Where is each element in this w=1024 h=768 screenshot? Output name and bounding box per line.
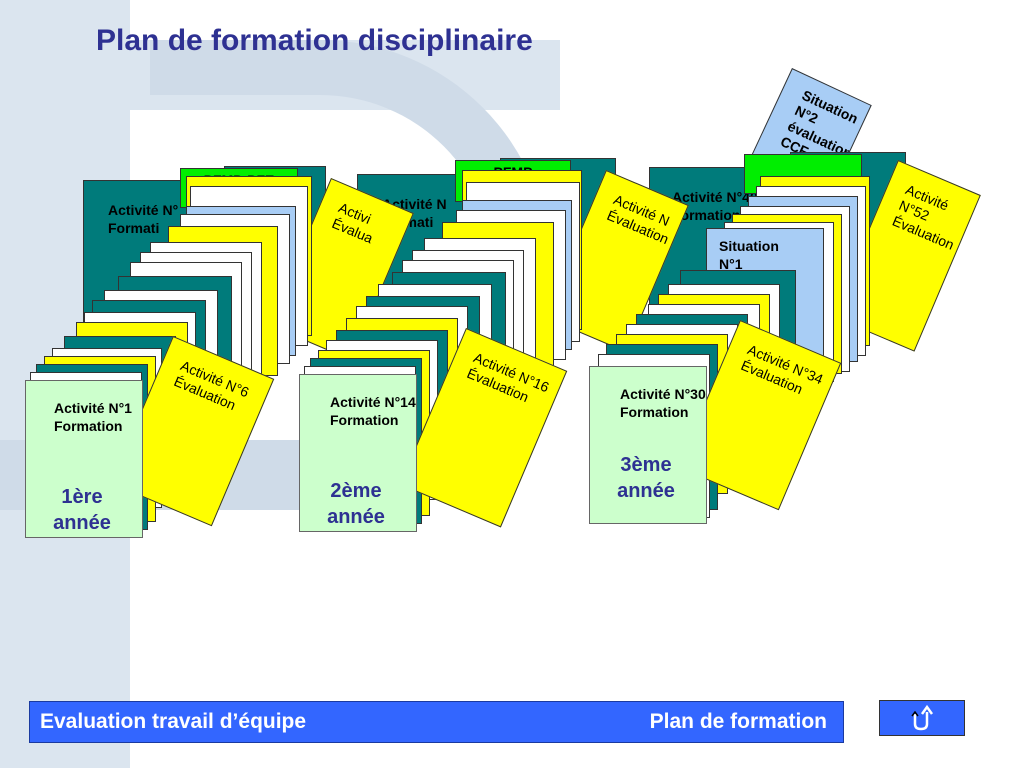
- situation-line1: Situation: [719, 238, 779, 254]
- back-card-line1: Activité N°40: [672, 189, 758, 205]
- front-card-line2: Formation: [620, 404, 689, 420]
- year-3-label: 3ème année: [617, 454, 675, 502]
- footer-bar: Evaluation travail d’équipe Plan de form…: [29, 701, 844, 743]
- back-card-line1: Activité N°: [108, 202, 179, 218]
- front-card-line1: Activité N°14: [330, 394, 416, 410]
- u-turn-arrow-icon: [911, 704, 934, 731]
- situation-line2: N°1: [719, 256, 743, 272]
- year-1-front-card[interactable]: Activité N°1 Formation: [25, 380, 143, 538]
- year-2-label: 2ème année: [327, 480, 385, 528]
- footer-link-plan[interactable]: Plan de formation: [649, 710, 827, 733]
- return-button[interactable]: [879, 700, 965, 736]
- front-card-line2: Formation: [54, 418, 123, 434]
- back-card-line2: Formati: [108, 220, 160, 236]
- front-card-line1: Activité N°30: [620, 386, 706, 402]
- footer-link-evaluation[interactable]: Evaluation travail d’équipe: [40, 710, 307, 733]
- year-3-front-card[interactable]: Activité N°30 Formation: [589, 366, 707, 524]
- page-title: Plan de formation disciplinaire: [96, 24, 533, 57]
- year-2-front-card[interactable]: Activité N°14 Formation: [299, 374, 417, 532]
- year-1-label: 1ère année: [53, 486, 111, 534]
- front-card-line1: Activité N°1: [54, 400, 132, 416]
- front-card-line2: Formation: [330, 412, 399, 428]
- back-card-line2: Formation: [672, 207, 741, 223]
